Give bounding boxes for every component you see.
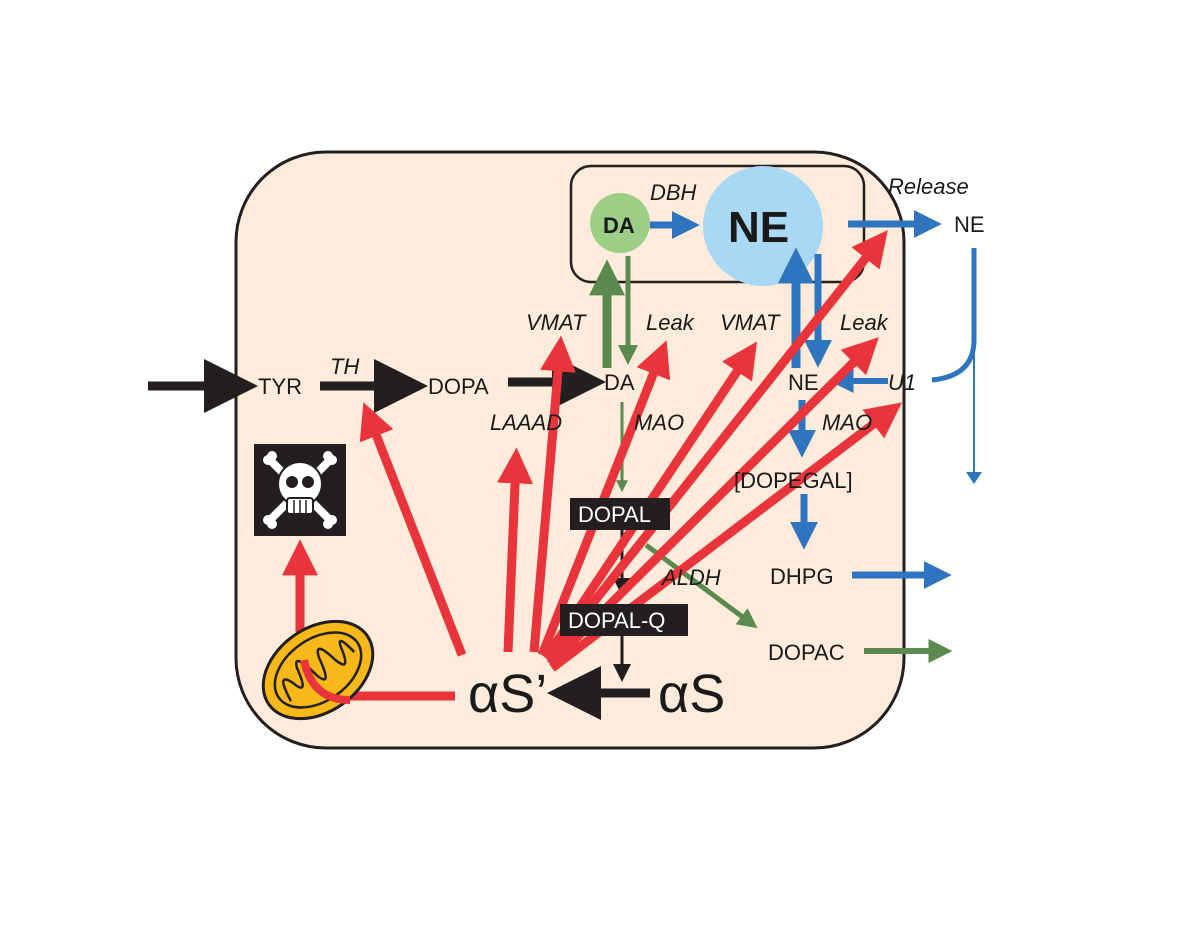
label-ne-cyto: NE <box>788 370 819 395</box>
label-vmat-ne: VMAT <box>720 310 781 335</box>
label-dopal-q: DOPAL-Q <box>568 608 665 633</box>
arrow-reuptake-loop <box>931 248 977 383</box>
label-leak-ne: Leak <box>840 310 889 335</box>
label-alpha-s-prime: αS’ <box>468 664 547 724</box>
label-dbh: DBH <box>650 180 697 205</box>
skull-crossbones-icon <box>254 444 346 536</box>
arrow-dopal-to-dopac <box>644 542 758 629</box>
label-dhpg: DHPG <box>770 564 834 589</box>
label-mao-ne: MAO <box>822 410 872 435</box>
label-th: TH <box>330 354 359 379</box>
red-arrow-to-laaad <box>497 447 534 653</box>
dopal-q-box <box>560 604 688 636</box>
red-arrow-to-th <box>359 402 467 657</box>
label-dopal: DOPAL <box>578 502 651 527</box>
label-dopa: DOPA <box>428 374 489 399</box>
label-da: DA <box>604 370 635 395</box>
cell-body <box>234 150 906 750</box>
red-curve-in-mito <box>300 659 351 704</box>
red-arrow-to-release <box>544 230 888 663</box>
label-aldh: ALDH <box>660 565 721 590</box>
label-release: Release <box>888 174 969 199</box>
label-laaad: LAAAD <box>490 410 562 435</box>
label-mao-da: MAO <box>634 410 684 435</box>
label-u1: U1 <box>888 370 916 395</box>
label-ne-out: NE <box>954 212 985 237</box>
label-vmat-da: VMAT <box>526 310 587 335</box>
label-alpha-s: αS <box>658 664 725 724</box>
red-arrow-to-vmat-da <box>529 335 576 653</box>
dopal-box <box>570 498 670 530</box>
label-vesicle-da: DA <box>603 213 635 238</box>
alpha-synuclein-arrows <box>282 230 903 701</box>
label-dopegal: [DOPEGAL] <box>734 468 853 493</box>
vesicle-da-circle <box>590 193 650 253</box>
label-vesicle-ne: NE <box>728 203 789 252</box>
mitochondrion-icon <box>261 619 375 721</box>
label-tyr: TYR <box>258 374 302 399</box>
label-dopac: DOPAC <box>768 640 845 665</box>
label-leak-da: Leak <box>646 310 695 335</box>
